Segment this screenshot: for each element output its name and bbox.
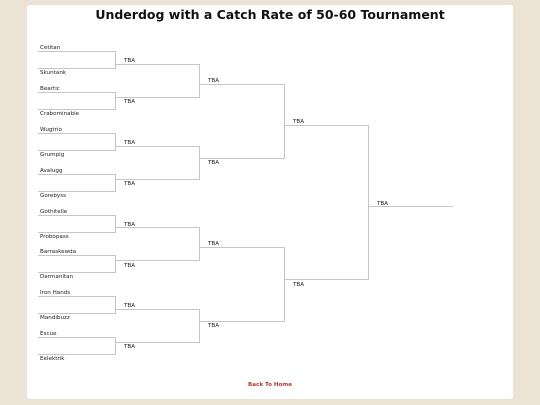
bracket-line	[115, 64, 199, 65]
bracket-line	[115, 92, 116, 110]
round3-slot: TBA	[293, 118, 305, 125]
round1-slot: TBA	[124, 180, 136, 187]
bracket-line	[115, 260, 199, 261]
bracket-line	[38, 215, 115, 216]
entrant-name: Iron Hands	[40, 289, 71, 296]
round2-slot: TBA	[208, 159, 220, 166]
bracket-line	[38, 272, 115, 273]
entrant-name: Barraskewda	[40, 248, 77, 255]
bracket-line	[115, 342, 199, 343]
entrant-name: Crabominable	[40, 110, 80, 117]
bracket-line	[115, 174, 116, 192]
round2-slot: TBA	[208, 240, 220, 247]
entrant-name: Darmanitan	[40, 273, 74, 280]
entrant-name: Avalugg	[40, 167, 63, 174]
bracket-line	[38, 174, 115, 175]
bracket-line	[38, 191, 115, 192]
round1-slot: TBA	[124, 139, 136, 146]
entrant-name: Wugtrio	[40, 126, 62, 133]
entrant-name: Gorebyss	[40, 192, 67, 199]
bracket-line	[115, 51, 116, 69]
bracket-line	[38, 296, 115, 297]
bracket-line	[38, 109, 115, 110]
bracket-line	[115, 133, 116, 151]
back-to-home-link[interactable]: Back To Home	[247, 382, 293, 388]
bracket-line	[38, 150, 115, 151]
bracket-line	[199, 84, 284, 85]
entrant-name: Mandibuzz	[40, 314, 70, 321]
bracket-line	[115, 215, 116, 233]
champion-slot: TBA	[377, 200, 389, 207]
bracket-line	[115, 227, 199, 228]
round1-slot: TBA	[124, 98, 136, 105]
bracket-line	[368, 125, 369, 280]
bracket-line	[199, 309, 200, 343]
bracket-line	[115, 97, 199, 98]
round2-slot: TBA	[208, 77, 220, 84]
entrant-name: Beartic	[40, 85, 60, 92]
bracket-line	[38, 133, 115, 134]
bracket-line	[199, 146, 200, 180]
round1-slot: TBA	[124, 262, 136, 269]
bracket-line	[199, 247, 284, 248]
bracket-line	[115, 146, 199, 147]
entrant-name: Gothitelle	[40, 208, 68, 215]
bracket-line	[284, 84, 285, 159]
round1-slot: TBA	[124, 221, 136, 228]
round1-slot: TBA	[124, 302, 136, 309]
bracket-card	[27, 5, 513, 399]
entrant-name: Grumpig	[40, 151, 65, 158]
bracket-line	[38, 255, 115, 256]
bracket-line	[38, 232, 115, 233]
bracket-line	[368, 206, 453, 207]
bracket-line	[284, 247, 285, 322]
page-title: Underdog with a Catch Rate of 50-60 Tour…	[95, 7, 445, 22]
bracket-line	[115, 309, 199, 310]
round2-slot: TBA	[208, 322, 220, 329]
round1-slot: TBA	[124, 343, 136, 350]
entrant-name: Eelektrik	[40, 355, 65, 362]
bracket-line	[199, 64, 200, 98]
bracket-line	[38, 51, 115, 52]
bracket-line	[38, 313, 115, 314]
bracket-line	[115, 296, 116, 314]
entrant-name: Escue	[40, 330, 57, 337]
entrant-name: Skuntank	[40, 69, 67, 76]
bracket-line	[284, 125, 368, 126]
bracket-line	[284, 279, 368, 280]
entrant-name: Cetitan	[40, 44, 61, 51]
bracket-line	[199, 227, 200, 261]
bracket-line	[38, 92, 115, 93]
bracket-line	[38, 68, 115, 69]
round3-slot: TBA	[293, 281, 305, 288]
bracket-line	[115, 337, 116, 355]
entrant-name: Probopass	[40, 233, 69, 240]
bracket-line	[199, 321, 284, 322]
bracket-line	[38, 337, 115, 338]
bracket-line	[199, 158, 284, 159]
round1-slot: TBA	[124, 57, 136, 64]
bracket-line	[115, 255, 116, 273]
bracket-line	[115, 179, 199, 180]
bracket-line	[38, 354, 115, 355]
